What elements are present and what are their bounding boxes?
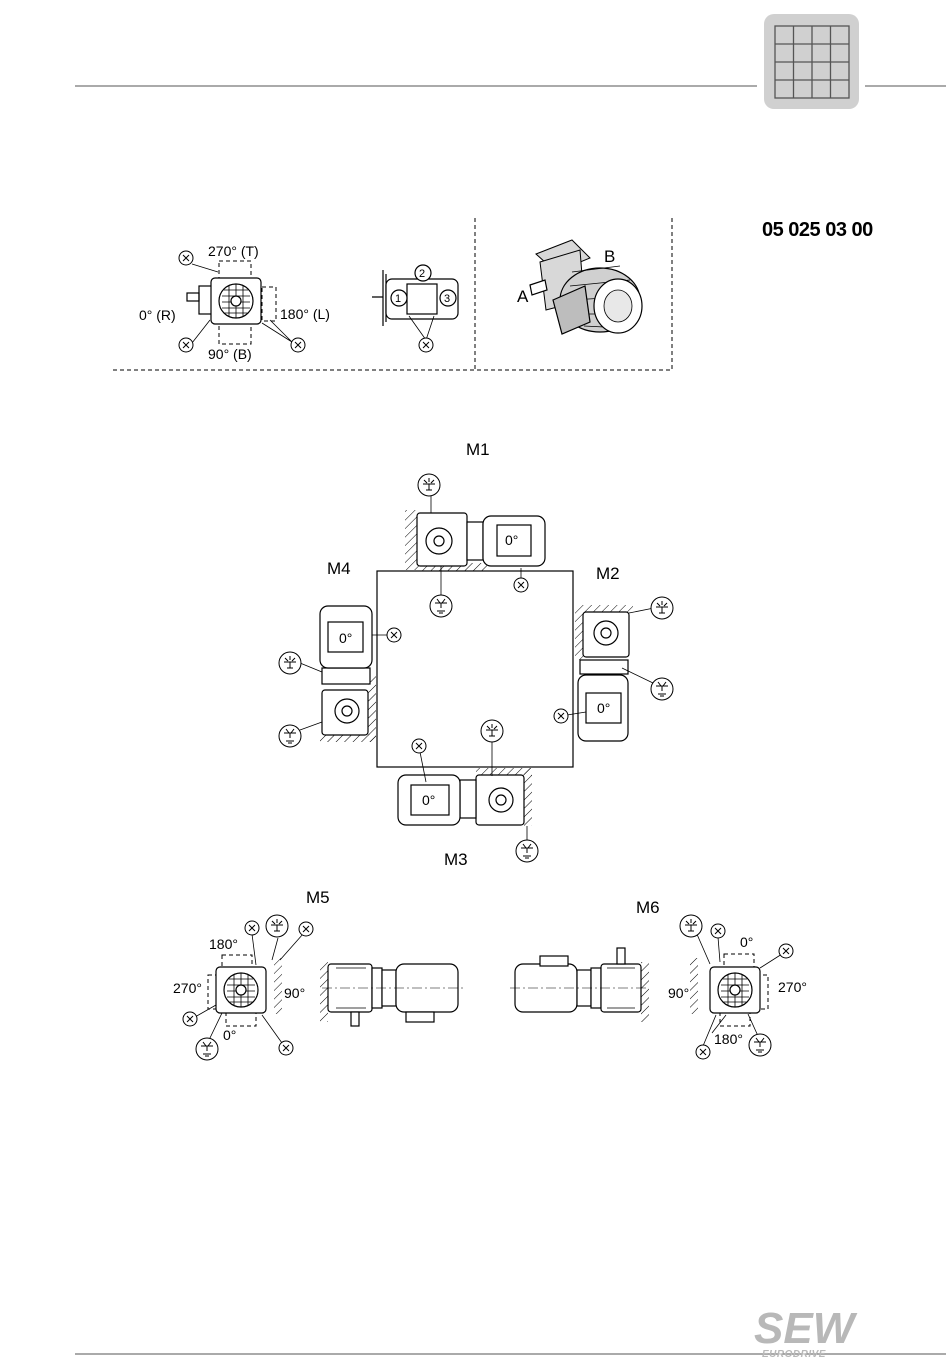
m1-motor-angle: 0° bbox=[505, 532, 518, 548]
side-number-2: 2 bbox=[419, 268, 425, 280]
document-code: 05 025 03 00 bbox=[762, 219, 873, 241]
label-m3: M3 bbox=[444, 850, 468, 869]
label-m4: M4 bbox=[327, 559, 351, 578]
label-m1: M1 bbox=[466, 440, 490, 459]
label-180-left: 180° (L) bbox=[280, 306, 330, 322]
label-270-top: 270° (T) bbox=[208, 243, 259, 259]
m6-label-180: 180° bbox=[714, 1031, 743, 1047]
m3-motor-angle: 0° bbox=[422, 792, 435, 808]
m6-label-90: 90° bbox=[668, 985, 689, 1001]
side-number-3: 3 bbox=[444, 293, 450, 305]
label-90-bottom: 90° (B) bbox=[208, 346, 252, 362]
side-label-a: A bbox=[517, 287, 529, 306]
gearmotor-3d-sketch: B A bbox=[517, 240, 642, 334]
m6-label-270: 270° bbox=[778, 979, 807, 995]
mounting-position-m6: M6 0° 90° 270° 180° bbox=[510, 898, 807, 1059]
label-m2: M2 bbox=[596, 564, 620, 583]
side-label-b: B bbox=[604, 247, 615, 266]
m6-label-0: 0° bbox=[740, 934, 753, 950]
m2-motor-angle: 0° bbox=[597, 700, 610, 716]
sew-logo: SEW bbox=[754, 1304, 858, 1353]
m5-label-180: 180° bbox=[209, 936, 238, 952]
mounting-surface bbox=[377, 571, 573, 767]
label-m6: M6 bbox=[636, 898, 660, 917]
m4-motor-angle: 0° bbox=[339, 630, 352, 646]
label-m5: M5 bbox=[306, 888, 330, 907]
label-0-right: 0° (R) bbox=[139, 307, 176, 323]
m5-label-0: 0° bbox=[223, 1027, 236, 1043]
mounting-positions-m1-m4: M1 M2 M3 M4 0° bbox=[279, 440, 673, 869]
side-number-1: 1 bbox=[395, 293, 401, 305]
mounting-position-m5: M5 180° 270° 90° 0° bbox=[173, 888, 464, 1060]
m5-label-90: 90° bbox=[284, 985, 305, 1001]
m5-label-270: 270° bbox=[173, 980, 202, 996]
eurodrive-logo-text: EURODRIVE bbox=[762, 1349, 826, 1360]
grid-icon bbox=[764, 14, 859, 109]
